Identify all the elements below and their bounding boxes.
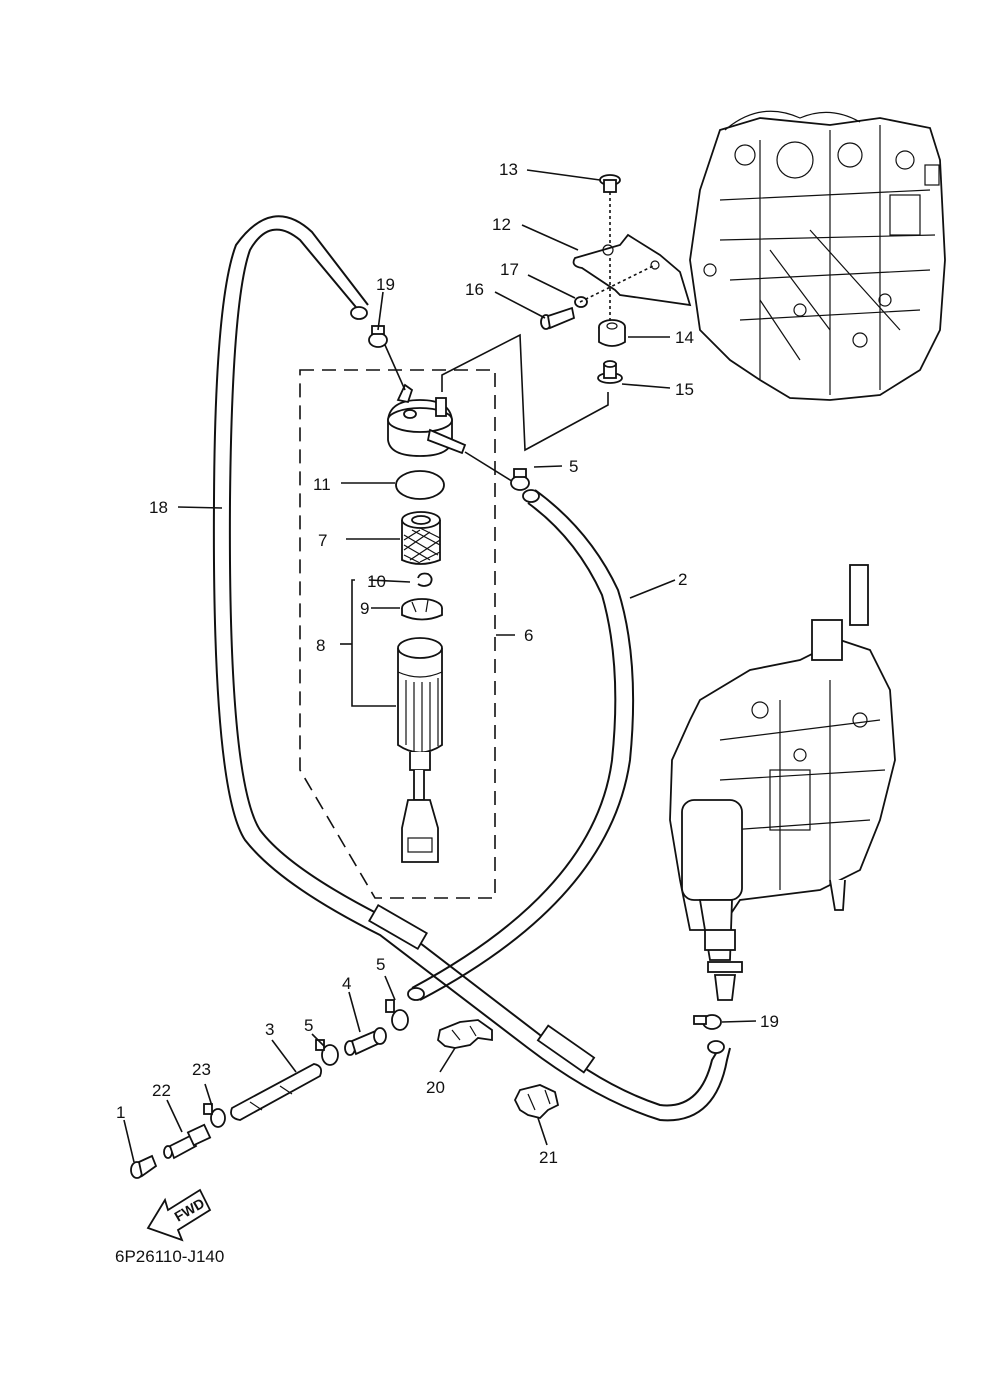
circlip bbox=[417, 572, 433, 587]
engine-block-lower bbox=[669, 564, 896, 1001]
connector-1 bbox=[130, 1154, 158, 1179]
joint-22 bbox=[163, 1123, 212, 1160]
collar-15 bbox=[597, 360, 623, 384]
filter-cap bbox=[401, 598, 443, 621]
callout-21: 21 bbox=[539, 1148, 558, 1167]
callout-18: 18 bbox=[149, 498, 168, 517]
o-ring bbox=[395, 470, 445, 500]
hose-2 bbox=[407, 489, 635, 1001]
callout-15: 15 bbox=[675, 380, 694, 399]
callout-4: 4 bbox=[342, 974, 351, 993]
leader-head-bracket bbox=[441, 333, 609, 452]
fwd-arrow: FWD bbox=[146, 1188, 212, 1242]
leader-head-19 bbox=[384, 344, 406, 391]
hose-3 bbox=[230, 1063, 323, 1121]
callout-23: 23 bbox=[192, 1060, 211, 1079]
callout-16: 16 bbox=[465, 280, 484, 299]
bolt-13 bbox=[599, 174, 621, 245]
callout-12: 12 bbox=[492, 215, 511, 234]
leader-head-5 bbox=[464, 451, 516, 484]
callout-11: 11 bbox=[313, 475, 331, 494]
callout-14: 14 bbox=[675, 328, 694, 347]
callout-19-upper: 19 bbox=[376, 275, 395, 294]
hose-18 bbox=[212, 215, 731, 1122]
callout-9: 9 bbox=[360, 599, 369, 618]
filter-head bbox=[387, 383, 467, 457]
filter-assembly-boundary bbox=[299, 369, 496, 899]
clip-5-lower-right bbox=[385, 999, 409, 1031]
callout-7: 7 bbox=[318, 531, 327, 550]
callout-13: 13 bbox=[499, 160, 518, 179]
callout-3: 3 bbox=[265, 1020, 274, 1039]
callout-5-upper: 5 bbox=[569, 457, 578, 476]
callout-17: 17 bbox=[500, 260, 519, 279]
callout-22: 22 bbox=[152, 1081, 171, 1100]
clip-19-lower bbox=[693, 1014, 722, 1030]
bracket bbox=[572, 233, 692, 307]
leader-lines bbox=[123, 169, 757, 1163]
filter-cup bbox=[397, 637, 443, 863]
callout-8: 8 bbox=[316, 636, 325, 655]
callout-10: 10 bbox=[367, 572, 386, 591]
holder-20 bbox=[437, 1019, 493, 1049]
callout-labels: 13 12 17 16 19 14 15 5 11 18 7 10 2 9 6 … bbox=[116, 160, 779, 1167]
filter-element bbox=[401, 511, 441, 565]
drawing-code: 6P26110-J140 bbox=[115, 1247, 224, 1266]
callout-5-right: 5 bbox=[376, 955, 385, 974]
grommet-14 bbox=[598, 319, 626, 347]
callout-2: 2 bbox=[678, 570, 687, 589]
bolt-16 bbox=[540, 306, 576, 330]
callout-1: 1 bbox=[116, 1103, 125, 1122]
joint-4 bbox=[344, 1027, 387, 1056]
clip-5-middle bbox=[315, 1039, 339, 1066]
callout-5-middle: 5 bbox=[304, 1016, 313, 1035]
callout-20: 20 bbox=[426, 1078, 445, 1097]
callout-6: 6 bbox=[524, 626, 533, 645]
clamp-21 bbox=[513, 1084, 560, 1119]
callout-19-lower: 19 bbox=[760, 1012, 779, 1031]
engine-block-upper bbox=[689, 110, 946, 401]
clip-5-upper bbox=[510, 468, 530, 491]
clip-23 bbox=[203, 1103, 226, 1128]
